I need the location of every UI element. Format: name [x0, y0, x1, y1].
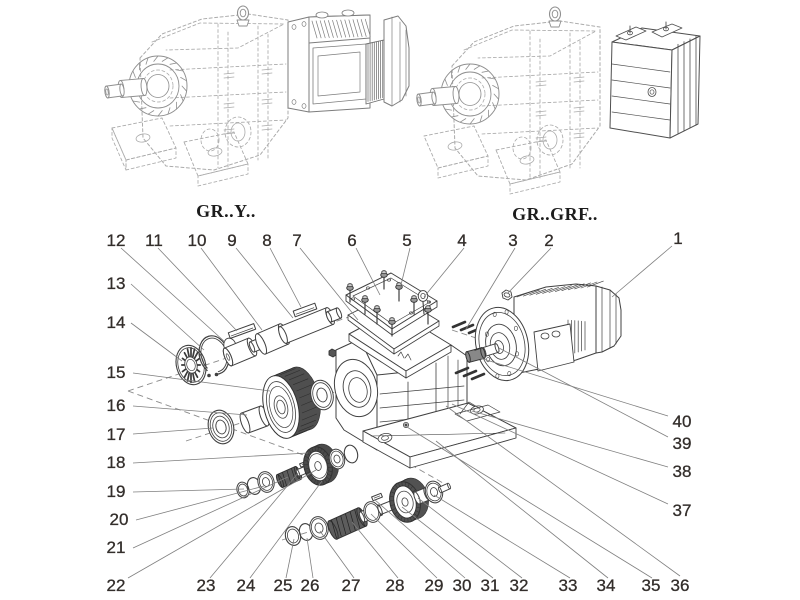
- svg-text:13: 13: [107, 274, 126, 293]
- svg-text:12: 12: [107, 231, 126, 250]
- svg-text:35: 35: [642, 576, 661, 595]
- svg-text:39: 39: [673, 434, 692, 453]
- svg-text:17: 17: [107, 425, 126, 444]
- svg-text:33: 33: [559, 576, 578, 595]
- svg-text:25: 25: [274, 576, 293, 595]
- svg-text:GR..Y..: GR..Y..: [196, 201, 256, 221]
- svg-text:21: 21: [107, 538, 126, 557]
- svg-text:29: 29: [425, 576, 444, 595]
- svg-text:9: 9: [227, 231, 236, 250]
- svg-text:10: 10: [188, 231, 207, 250]
- svg-text:20: 20: [110, 510, 129, 529]
- svg-text:14: 14: [107, 313, 126, 332]
- svg-text:34: 34: [597, 576, 616, 595]
- svg-text:23: 23: [197, 576, 216, 595]
- svg-text:36: 36: [671, 576, 690, 595]
- svg-text:32: 32: [510, 576, 529, 595]
- svg-text:5: 5: [402, 231, 411, 250]
- svg-text:26: 26: [301, 576, 320, 595]
- svg-text:4: 4: [457, 231, 466, 250]
- svg-text:37: 37: [673, 501, 692, 520]
- svg-text:38: 38: [673, 462, 692, 481]
- svg-text:24: 24: [237, 576, 256, 595]
- svg-text:2: 2: [544, 231, 553, 250]
- svg-text:16: 16: [107, 396, 126, 415]
- svg-text:18: 18: [107, 453, 126, 472]
- svg-text:11: 11: [145, 231, 163, 250]
- svg-text:1: 1: [673, 229, 682, 248]
- svg-text:30: 30: [453, 576, 472, 595]
- svg-text:6: 6: [347, 231, 356, 250]
- svg-text:7: 7: [292, 231, 301, 250]
- svg-text:22: 22: [107, 576, 126, 595]
- svg-text:28: 28: [386, 576, 405, 595]
- svg-text:15: 15: [107, 363, 126, 382]
- svg-text:40: 40: [673, 412, 692, 431]
- svg-text:8: 8: [262, 231, 271, 250]
- svg-text:19: 19: [107, 482, 126, 501]
- svg-text:31: 31: [481, 576, 500, 595]
- svg-text:GR..GRF..: GR..GRF..: [512, 204, 598, 224]
- svg-text:3: 3: [508, 231, 517, 250]
- svg-text:27: 27: [342, 576, 361, 595]
